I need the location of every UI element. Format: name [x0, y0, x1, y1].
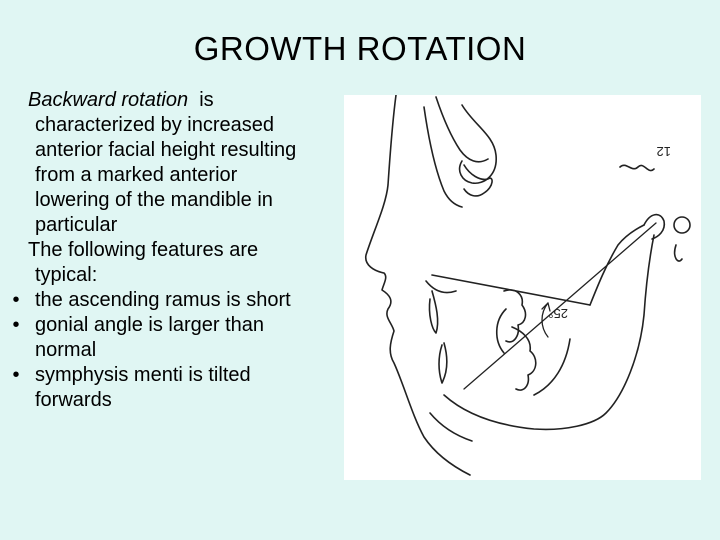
soft-tissue-profile	[364, 95, 471, 476]
angle-arrow	[541, 302, 551, 312]
maxilla-lower	[425, 280, 457, 294]
slide-title: GROWTH ROTATION	[193, 30, 527, 67]
bullet-glyph: •	[12, 314, 20, 336]
intro-line-1: Backward rotation is	[28, 88, 355, 113]
mandibular-reference-line	[463, 222, 657, 390]
intro-text-6: particular	[35, 214, 118, 236]
upper-incisor	[428, 290, 439, 334]
features-text-1: The following features are	[28, 239, 259, 261]
ear-mark	[673, 244, 683, 262]
inner-orbit	[463, 164, 493, 197]
intro-text-4: from a marked anterior	[35, 164, 238, 186]
intro-text-5: lowering of the mandible in	[35, 189, 273, 211]
bullet-text: the ascending ramus is short	[35, 289, 291, 311]
lower-incisor	[438, 342, 448, 384]
bullet-item: • gonial angle is larger than normal	[10, 313, 355, 363]
bullet-text: gonial angle is larger than	[35, 314, 265, 336]
mandible-body	[443, 234, 655, 431]
nasal-bone	[423, 106, 463, 208]
bullet-item: • symphysis menti is tilted forwards	[10, 363, 355, 413]
bullet-glyph: •	[12, 289, 20, 311]
bullet-text: forwards	[35, 389, 112, 411]
bullet-text: symphysis menti is tilted	[35, 364, 251, 386]
condylar-circle	[673, 216, 691, 234]
cephalometric-tracing-figure: 12 25°	[344, 95, 701, 480]
sella-mark	[619, 164, 655, 172]
features-text-2: typical:	[35, 264, 98, 286]
tracing-drawing: 12 25°	[364, 95, 691, 476]
tooth-root	[495, 308, 507, 354]
inner-contour	[533, 338, 571, 396]
bullet-text: normal	[35, 339, 97, 361]
intro-text-2: characterized by increased	[35, 114, 275, 136]
ramus-front	[589, 224, 645, 306]
intro-lead: Backward rotation	[28, 89, 189, 111]
features-paragraph: The following features are typical:	[10, 238, 355, 288]
intro-paragraph: Backward rotation is characterized by in…	[10, 88, 355, 238]
bullet-glyph: •	[12, 364, 20, 386]
frontal-curve	[458, 104, 497, 184]
chin-lower	[429, 412, 473, 442]
condyle	[643, 213, 666, 240]
intro-text-3: anterior facial height resulting	[35, 139, 297, 161]
intro-text-1: is	[199, 89, 214, 111]
orbit-outline	[435, 96, 489, 163]
upper-molar	[503, 289, 527, 343]
slide-body: Backward rotation is characterized by in…	[10, 88, 355, 413]
figure-label-top: 12	[657, 144, 671, 159]
bullet-item: • the ascending ramus is short	[10, 288, 355, 313]
figure-label-angle: 25°	[548, 306, 568, 321]
